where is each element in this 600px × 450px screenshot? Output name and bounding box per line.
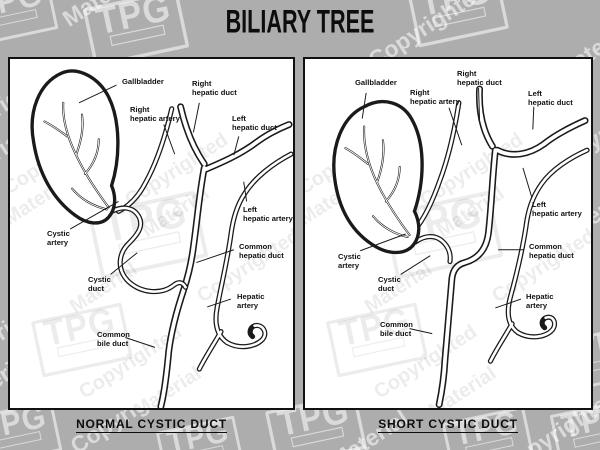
label-leader-line — [125, 337, 156, 348]
label-leader-line — [207, 298, 232, 308]
label-leader-line — [233, 136, 240, 156]
anatomy-label-common-bile-duct: Common bile duct — [380, 320, 413, 339]
label-leader-line — [69, 201, 119, 230]
diagram-frame: CopyrightedMaterialCopyrightedMaterialCo… — [8, 57, 295, 410]
caption-normal-cystic-duct: NORMAL CYSTIC DUCT — [8, 417, 295, 433]
label-leader-line — [110, 252, 138, 275]
biliary-tree-diagram-short — [332, 85, 590, 408]
label-leader-line — [360, 233, 406, 252]
anatomy-label-common-bile-duct: Common bile duct — [97, 330, 130, 349]
anatomy-label-left-hepatic-duct: Left hepatic duct — [528, 89, 573, 108]
anatomy-label-hepatic-artery: Hepatic artery — [237, 292, 265, 311]
anatomy-label-left-hepatic-artery: Left hepatic artery — [243, 205, 293, 224]
anatomy-label-hepatic-artery: Hepatic artery — [526, 292, 554, 311]
label-leader-line — [78, 84, 117, 104]
anatomy-label-gallbladder: Gallbladder — [122, 77, 164, 86]
label-leader-line — [522, 167, 533, 198]
label-leader-line — [532, 106, 535, 130]
diagram-frame: CopyrightedMaterialCopyrightedMaterialCo… — [303, 57, 593, 410]
label-leader-line — [163, 124, 176, 155]
caption-text: SHORT CYSTIC DUCT — [378, 417, 518, 433]
biliary-tree-diagram-normal — [30, 69, 293, 408]
label-leader-line — [478, 88, 481, 121]
anatomy-label-cystic-artery: Cystic artery — [47, 229, 70, 248]
anatomy-label-cystic-artery: Cystic artery — [338, 252, 361, 271]
label-leader-line — [192, 102, 200, 133]
tpg-logo-watermark: TPG — [0, 0, 59, 47]
anatomy-label-cystic-duct: Cystic duct — [88, 275, 111, 294]
label-leader-line — [400, 255, 431, 275]
label-leader-line — [495, 298, 522, 309]
anatomy-label-cystic-duct: Cystic duct — [378, 275, 401, 294]
label-leader-line — [361, 92, 367, 119]
panel-normal-cystic-duct: CopyrightedMaterialCopyrightedMaterialCo… — [8, 57, 295, 433]
anatomy-label-right-hepatic-artery: Right hepatic artery — [410, 88, 460, 107]
label-leader-line — [409, 328, 433, 335]
label-leader-line — [196, 249, 234, 264]
page-title: BILIARY TREE — [225, 4, 375, 41]
anatomy-label-gallbladder: Gallbladder — [355, 78, 397, 87]
caption-short-cystic-duct: SHORT CYSTIC DUCT — [303, 417, 593, 433]
anatomy-label-common-hepatic-duct: Common hepatic duct — [239, 242, 284, 261]
anatomy-label-right-hepatic-duct: Right hepatic duct — [192, 79, 237, 98]
anatomy-label-left-hepatic-duct: Left hepatic duct — [232, 114, 277, 133]
anatomy-label-left-hepatic-artery: Left hepatic artery — [532, 200, 582, 219]
caption-text: NORMAL CYSTIC DUCT — [76, 417, 227, 433]
anatomy-label-right-hepatic-duct: Right hepatic duct — [457, 69, 502, 88]
label-leader-line — [448, 107, 463, 146]
anatomy-label-common-hepatic-duct: Common hepatic duct — [529, 242, 574, 261]
panel-short-cystic-duct: CopyrightedMaterialCopyrightedMaterialCo… — [303, 57, 593, 433]
anatomy-label-right-hepatic-artery: Right hepatic artery — [130, 105, 180, 124]
label-leader-line — [243, 181, 248, 202]
